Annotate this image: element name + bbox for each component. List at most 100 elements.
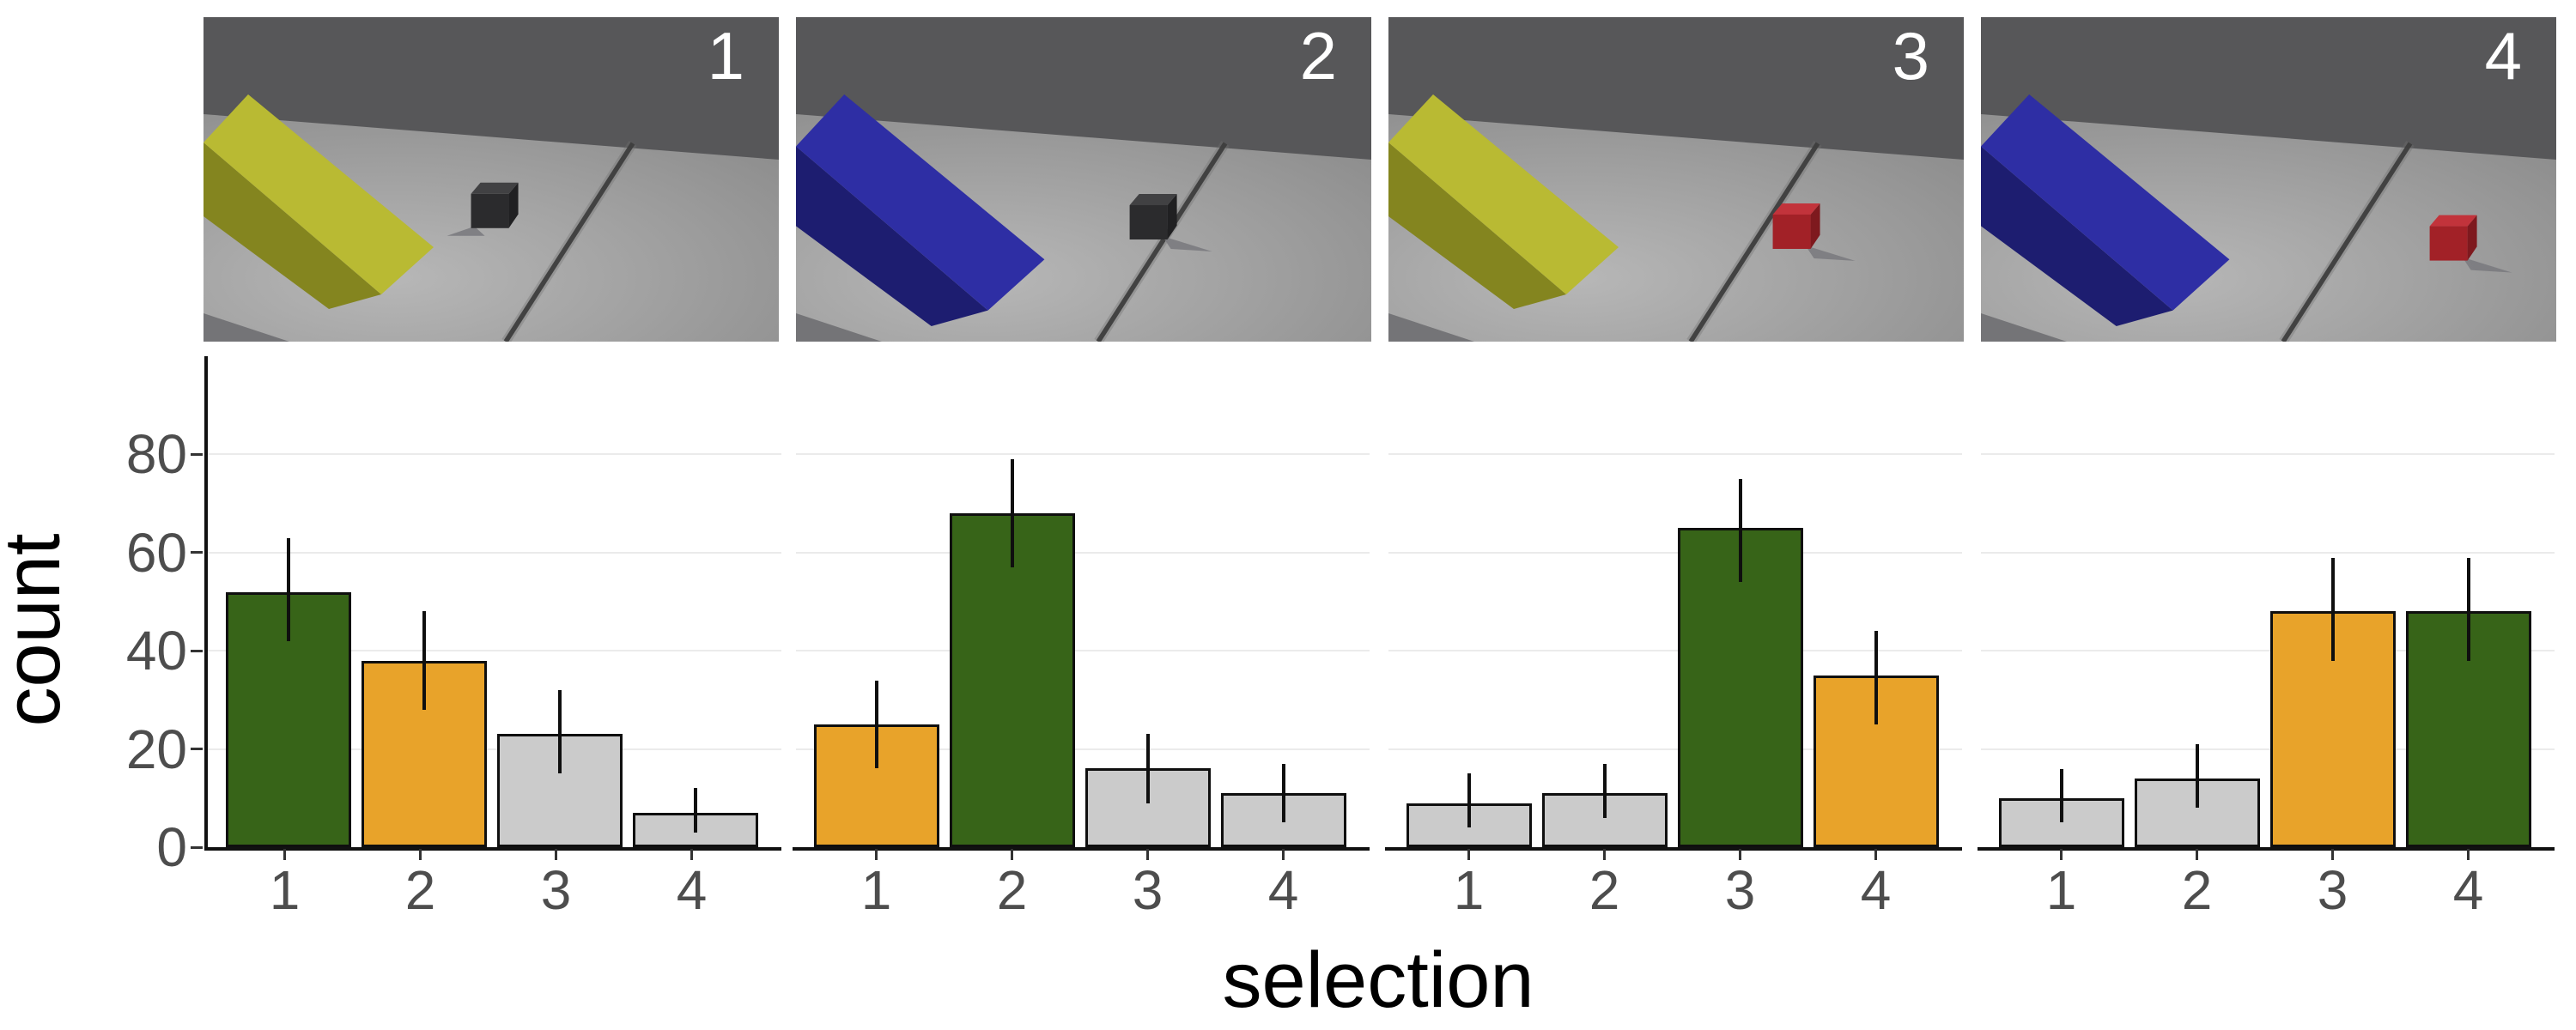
error-bar-facet4-selection3: [2330, 557, 2335, 661]
x-tick: [2060, 849, 2063, 860]
error-bar-facet3-selection2: [1602, 763, 1607, 818]
x-tick: [419, 849, 422, 860]
scene-render-3: [1388, 17, 1964, 342]
y-tick-label-0: 0: [156, 816, 187, 878]
scene-ramp-blue: [796, 94, 1045, 326]
scene-cube-black: [1129, 194, 1177, 240]
y-tick-80: [191, 452, 203, 456]
scene-cube-red: [1772, 203, 1820, 249]
x-tick-label-facet1-1: 1: [269, 859, 301, 921]
scene-seam-line: [1688, 142, 1820, 342]
y-tick-0: [191, 845, 203, 849]
gridline-80: [796, 453, 1370, 456]
scene-image-3: 3: [1388, 17, 1964, 342]
x-tick: [1011, 849, 1013, 860]
scene-image-2: 2: [796, 17, 1371, 342]
chart-facet-4: [1978, 356, 2555, 851]
x-tick-label-facet4-2: 2: [2181, 859, 2213, 921]
y-tick-60: [191, 551, 203, 554]
error-bar-facet1-selection2: [422, 611, 426, 710]
y-tick-label-40: 40: [125, 620, 187, 682]
scene-render-2: [796, 17, 1371, 342]
x-axis-line: [1978, 847, 2555, 851]
x-tick-label-facet1-2: 2: [404, 859, 436, 921]
scene-number-2: 2: [1299, 18, 1337, 94]
scene-seam-line: [503, 142, 635, 342]
scene-image-4: 4: [1981, 17, 2556, 342]
scene-image-1: 1: [204, 17, 779, 342]
error-bar-facet4-selection2: [2195, 743, 2199, 809]
gridline-60: [1388, 551, 1962, 554]
error-bar-facet4-selection1: [2059, 768, 2063, 823]
y-tick-label-60: 60: [125, 521, 187, 584]
error-bar-facet1-selection1: [286, 537, 290, 641]
scene-number-3: 3: [1892, 18, 1929, 94]
x-tick: [1874, 849, 1877, 860]
x-tick-label-facet3-3: 3: [1724, 859, 1756, 921]
gridline-40: [796, 650, 1370, 652]
error-bar-facet2-selection4: [1281, 763, 1285, 823]
gridline-20: [796, 748, 1370, 750]
x-tick: [1739, 849, 1741, 860]
gridline-80: [208, 453, 781, 456]
gridline-20: [208, 748, 781, 750]
x-tick-label-facet3-1: 1: [1453, 859, 1485, 921]
x-tick-label-facet3-4: 4: [1860, 859, 1892, 921]
bar-facet2-selection2: [949, 513, 1075, 847]
gridline-40: [1388, 650, 1962, 652]
x-axis-line: [793, 847, 1370, 851]
x-tick-label-facet2-3: 3: [1132, 859, 1163, 921]
gridline-40: [208, 650, 781, 652]
y-tick-40: [191, 649, 203, 652]
x-axis-title: selection: [1222, 936, 1534, 1024]
y-tick-label-20: 20: [125, 718, 187, 780]
x-tick-label-facet4-1: 1: [2045, 859, 2077, 921]
x-tick: [1603, 849, 1606, 860]
x-tick: [555, 849, 557, 860]
x-tick-label-facet2-2: 2: [996, 859, 1028, 921]
y-tick-label-80: 80: [125, 423, 187, 486]
error-bar-facet3-selection1: [1467, 773, 1471, 828]
error-bar-facet2-selection2: [1010, 459, 1014, 567]
error-bar-facet4-selection4: [2466, 557, 2470, 661]
gridline-60: [1981, 551, 2555, 554]
gridline-80: [1981, 453, 2555, 456]
gridline-20: [1388, 748, 1962, 750]
gridline-80: [1388, 453, 1962, 456]
x-tick: [690, 849, 693, 860]
scene-ramp-blue: [1981, 94, 2230, 326]
x-tick: [1467, 849, 1470, 860]
x-tick: [875, 849, 878, 860]
gridline-60: [208, 551, 781, 554]
x-tick: [2331, 849, 2334, 860]
x-tick: [2196, 849, 2198, 860]
error-bar-facet2-selection1: [874, 680, 878, 769]
x-tick-label-facet3-2: 2: [1589, 859, 1620, 921]
error-bar-facet2-selection3: [1145, 734, 1150, 803]
scene-ramp-yellow: [204, 94, 434, 309]
scene-number-4: 4: [2484, 18, 2522, 94]
error-bar-facet3-selection3: [1738, 479, 1742, 583]
x-tick: [2467, 849, 2470, 860]
scene-ramp-yellow: [1388, 94, 1619, 309]
x-tick: [1146, 849, 1149, 860]
x-axis-line: [1385, 847, 1962, 851]
x-tick-label-facet2-1: 1: [860, 859, 892, 921]
x-tick-label-facet4-4: 4: [2452, 859, 2484, 921]
scene-number-1: 1: [707, 18, 744, 94]
scene-cube-black: [471, 182, 519, 228]
scene-seam-line: [1096, 142, 1228, 342]
x-tick: [283, 849, 286, 860]
chart-facet-2: [793, 356, 1370, 851]
gridline-60: [796, 551, 1370, 554]
x-tick-label-facet4-3: 3: [2317, 859, 2348, 921]
gridline-20: [1981, 748, 2555, 750]
scene-cube-red: [2429, 215, 2477, 261]
scene-render-4: [1981, 17, 2556, 342]
x-tick-label-facet2-4: 4: [1267, 859, 1299, 921]
gridline-40: [1981, 650, 2555, 652]
scene-render-1: [204, 17, 779, 342]
x-tick: [1282, 849, 1285, 860]
y-tick-20: [191, 748, 203, 751]
